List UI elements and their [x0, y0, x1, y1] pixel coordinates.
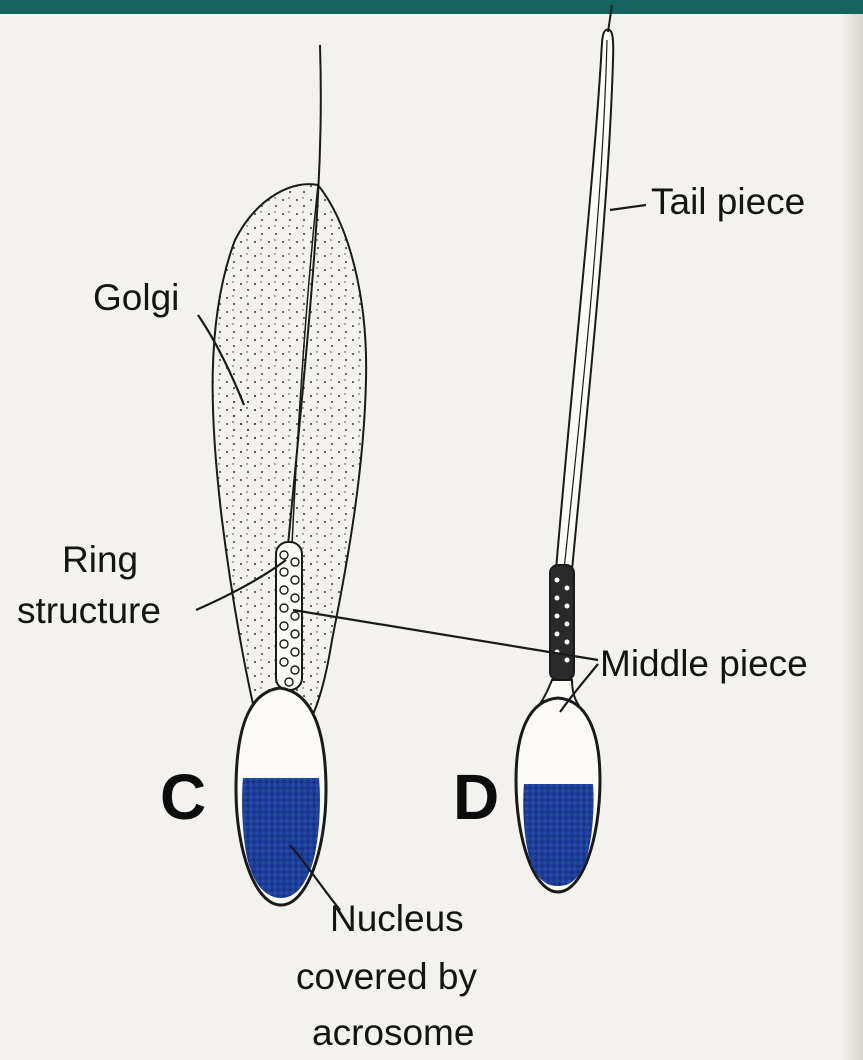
label-ring-structure-line1: Ring	[62, 541, 138, 578]
leader-tail-piece	[610, 205, 646, 210]
label-tail-piece: Tail piece	[651, 183, 805, 220]
label-nucleus-line3: acrosome	[312, 1014, 474, 1051]
label-middle-piece: Middle piece	[600, 645, 808, 682]
tail-tip-d	[608, 5, 612, 32]
stage-label-d: D	[453, 765, 499, 829]
label-nucleus-line2: covered by	[296, 958, 477, 995]
middle-piece-d	[550, 565, 574, 680]
label-ring-structure-line2: structure	[17, 592, 161, 629]
spermatid-c	[213, 45, 367, 905]
spermatozoon-d	[516, 5, 613, 892]
stage-label-c: C	[160, 765, 206, 829]
label-nucleus-line1: Nucleus	[330, 900, 464, 937]
label-golgi: Golgi	[93, 279, 179, 316]
